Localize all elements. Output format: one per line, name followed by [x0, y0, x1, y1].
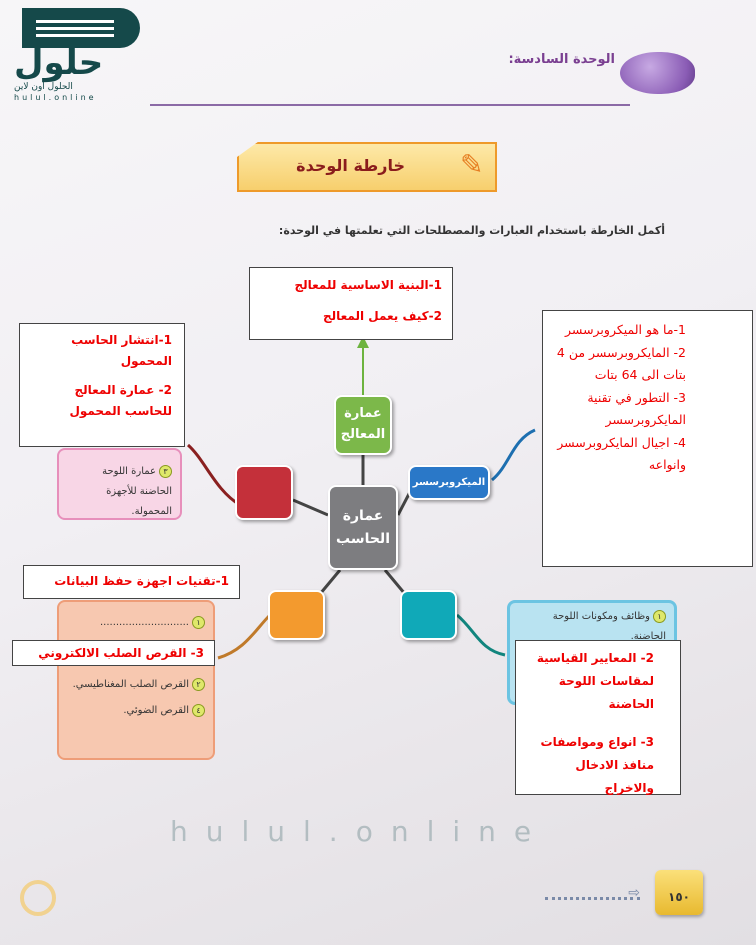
arrow-storage — [217, 613, 272, 660]
arrow-top-head — [357, 336, 369, 348]
item-number: ٣ — [159, 465, 172, 478]
dotted-arrow-icon: ⇨ — [545, 886, 640, 900]
node-teal — [400, 590, 457, 640]
node-microprocessor: الميكروبرسسر — [408, 465, 490, 500]
answer-line: 2- المعايير القياسية لمقاسات اللوحة الحا… — [536, 651, 654, 711]
item-number: ٤ — [192, 704, 205, 717]
node-processor-architecture: عمارة المعالج — [334, 395, 392, 455]
item-number: ١ — [653, 610, 666, 623]
logo-word: حلول — [14, 43, 104, 83]
card-salmon: ١............................ ٢القرص الص… — [57, 600, 215, 760]
node-orange — [268, 590, 325, 640]
footer-emblem-icon — [20, 880, 56, 916]
answer-line: 1-انتشار الحاسب المحمول — [71, 333, 172, 368]
header-divider — [150, 104, 630, 106]
mouse-icon — [620, 52, 695, 94]
node-red — [235, 465, 293, 520]
card-text: عمارة اللوحة الحاضنة للأجهزة المحمولة. — [102, 466, 172, 517]
answer-line: 4- اجيال المايكروبرسسر وانواعه — [557, 434, 686, 473]
answer-line: 2-كيف يعمل المعالج — [323, 308, 442, 323]
arrow-motherboard — [456, 613, 506, 657]
node-computer-architecture: عمارة الحاسب — [328, 485, 398, 570]
logo-subtitle-ar: الحلول اون لاين — [14, 82, 73, 92]
card-text: وظائف ومكونات اللوحة الحاضنة. — [552, 611, 666, 642]
answer-box-right[interactable]: 1-ما هو الميكروبرسسر 2- المايكروبرسسر من… — [542, 310, 753, 567]
card-text: القرص الضوئي. — [123, 705, 189, 716]
connector-red — [292, 498, 329, 517]
answer-line: 3- التطور في تقنية المايكروبرسسر — [587, 389, 686, 428]
arrow-left — [186, 443, 241, 507]
answer-line: 2- المايكروبرسسر من 4 بتات الى 64 بتات — [556, 344, 686, 383]
unit-title: الوحدة السادسة: — [508, 52, 615, 67]
answer-box-storage-3[interactable]: 3- القرص الصلب الالكتروني — [12, 640, 215, 666]
answer-box-motherboard[interactable]: 2- المعايير القياسية لمقاسات اللوحة الحا… — [515, 640, 681, 795]
answer-line: 3- انواع ومواصفات منافذ الادخال والاخراج — [540, 735, 654, 795]
instruction-text: أكمل الخارطة باستخدام العبارات والمصطلحا… — [278, 224, 665, 237]
arrow-right — [491, 428, 536, 482]
page-number: ١٥٠ — [655, 870, 703, 915]
answer-line: 1-ما هو الميكروبرسسر — [565, 322, 686, 337]
logo-subtitle: hulul.online — [14, 93, 97, 102]
answer-box-left[interactable]: 1-انتشار الحاسب المحمول 2- عمارة المعالج… — [19, 323, 185, 447]
answer-line: 2- عمارة المعالج للحاسب المحمول — [69, 383, 172, 418]
answer-box-top[interactable]: 1-البنية الاساسية للمعالج 2-كيف يعمل الم… — [249, 267, 453, 340]
answer-line: 1-البنية الاساسية للمعالج — [294, 278, 442, 292]
unit-map-banner: خارطة الوحدة — [237, 142, 497, 192]
logo-mark — [22, 8, 140, 48]
card-text: القرص الصلب المغناطيسي. — [72, 679, 189, 690]
card-text: ............................ — [99, 617, 189, 628]
watermark: hulul.online — [170, 815, 550, 848]
pencil-icon: ✎ — [460, 148, 484, 181]
item-number: ١ — [192, 616, 205, 629]
item-number: ٢ — [192, 678, 205, 691]
card-pink: ٣عمارة اللوحة الحاضنة للأجهزة المحمولة. — [57, 448, 182, 520]
answer-box-storage-1[interactable]: 1-تقنيات اجهزة حفظ البيانات — [23, 565, 240, 599]
banner-title: خارطة الوحدة — [296, 156, 405, 175]
